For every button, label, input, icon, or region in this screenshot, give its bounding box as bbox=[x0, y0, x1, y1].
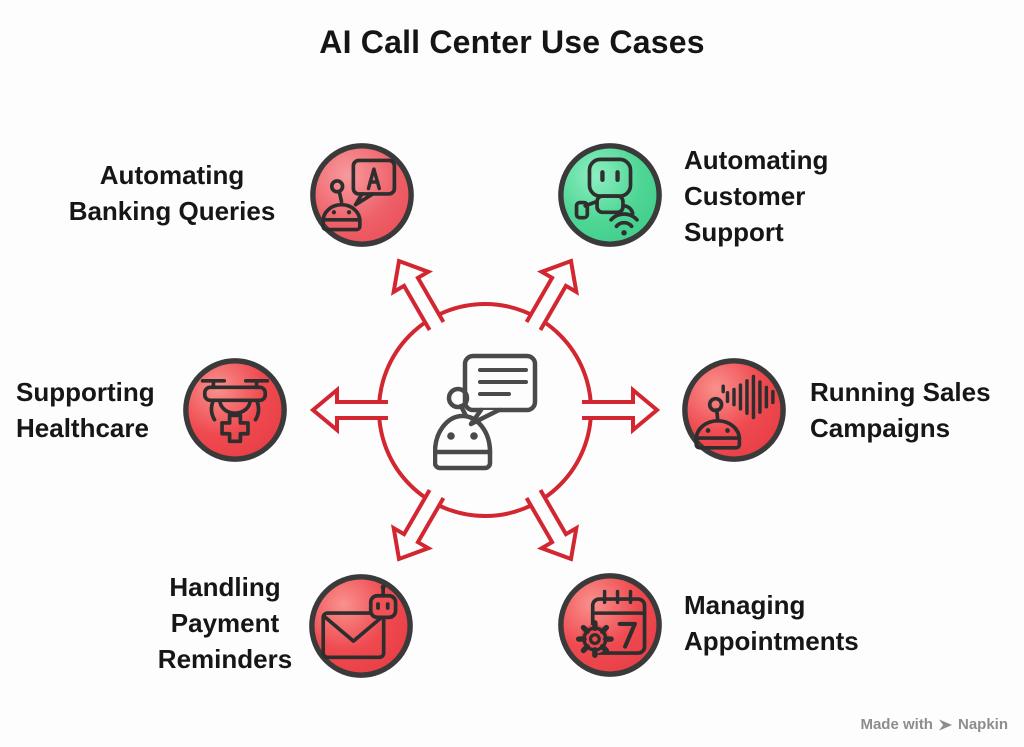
label-running-sales-campaigns: Running Sales Campaigns bbox=[810, 377, 991, 443]
watermark: Made with Napkin bbox=[860, 716, 1008, 733]
robot-soundwave-icon bbox=[682, 358, 786, 462]
robot-soundwave-glyph bbox=[694, 374, 775, 450]
label-supporting-healthcare: Supporting Healthcare bbox=[16, 377, 155, 443]
page-title: AI Call Center Use Cases bbox=[319, 24, 705, 60]
calendar-gear-icon bbox=[558, 573, 662, 677]
node-circle bbox=[309, 574, 413, 678]
medical-drone-icon bbox=[183, 358, 287, 462]
robot-wifi-icon bbox=[558, 143, 662, 247]
label-automating-customer-support: Automating Customer Support bbox=[684, 145, 829, 247]
node-circle bbox=[682, 358, 786, 462]
drone-cross-glyph bbox=[200, 379, 270, 444]
hub-arrow-right bbox=[582, 385, 661, 435]
watermark-prefix: Made with bbox=[860, 716, 933, 733]
napkin-logo-icon bbox=[938, 718, 953, 731]
label-managing-appointments: Managing Appointments bbox=[684, 590, 859, 656]
calendar-gear-glyph bbox=[575, 589, 647, 658]
label-automating-banking-queries: Automating Banking Queries bbox=[68, 160, 276, 226]
robot-wifi-glyph bbox=[574, 157, 639, 236]
robot-envelope-icon bbox=[309, 574, 413, 678]
hub-arrow-down-right bbox=[524, 489, 580, 562]
label-handling-payment-reminders: Handling Payment Reminders bbox=[157, 572, 293, 674]
node-circle bbox=[183, 358, 287, 462]
hub-arrow-left bbox=[309, 385, 388, 435]
chatbot-speech-bubble-icon bbox=[433, 353, 538, 471]
robot-chat-letter-a-icon bbox=[310, 143, 414, 247]
envelope-robot-glyph bbox=[321, 584, 398, 660]
watermark-brand: Napkin bbox=[957, 716, 1008, 733]
hub-arrow-up-left bbox=[390, 258, 446, 331]
robot-chat-a-glyph bbox=[321, 158, 397, 232]
hub-arrow-down-left bbox=[390, 489, 446, 562]
hub-arrow-up-right bbox=[524, 258, 580, 331]
